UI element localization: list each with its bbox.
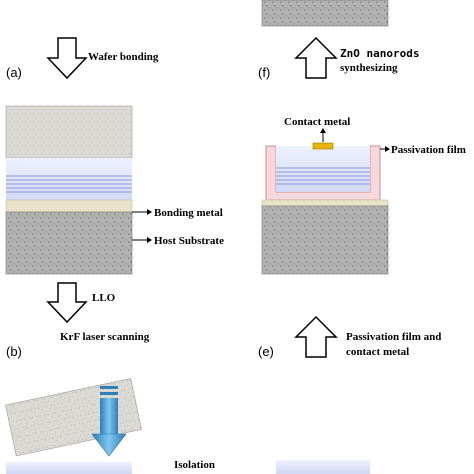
llo-caption: LLO [92,292,116,304]
host-substrate-layer [5,211,133,275]
step-f-letter: (f) [258,65,270,80]
laser-beam-icon [91,386,127,457]
step-b-letter: (b) [6,344,22,359]
step-a-letter: (a) [6,65,22,80]
contact-metal-pad [312,142,334,150]
wafer-bonding-caption: Wafer bonding [88,51,159,63]
device-epi [276,146,370,192]
krf-laser-caption: KrF laser scanning [60,331,150,343]
epi-layers [6,158,132,200]
zno-caption-line1: ZnO nanorods [340,47,419,60]
step-e-letter: (e) [258,344,274,359]
step-b-stack [5,105,133,275]
contact-metal-label: Contact metal [284,116,350,128]
step-f-arrow [294,36,338,79]
step-e-device [261,142,389,275]
passivation-film-label: Passivation film [391,144,466,156]
bonding-metal-label: Bonding metal [154,207,223,219]
passivation-caption-line2: contact metal [346,346,409,358]
passivation-caption-line1: Passivation film and [346,331,441,343]
bonding-metal-layer [5,199,133,213]
step-b-arrow [46,282,88,324]
removed-substrate [5,378,142,457]
step-d-epi [276,460,370,474]
zno-caption-line2: synthesizing [340,62,398,74]
isolation-label: Isolation [174,459,215,471]
remaining-epi [6,462,132,474]
step-e-arrow [294,315,338,358]
host-substrate-label: Host Substrate [154,235,224,247]
step-a-arrow [46,37,88,80]
step-f-substrate [261,0,389,27]
